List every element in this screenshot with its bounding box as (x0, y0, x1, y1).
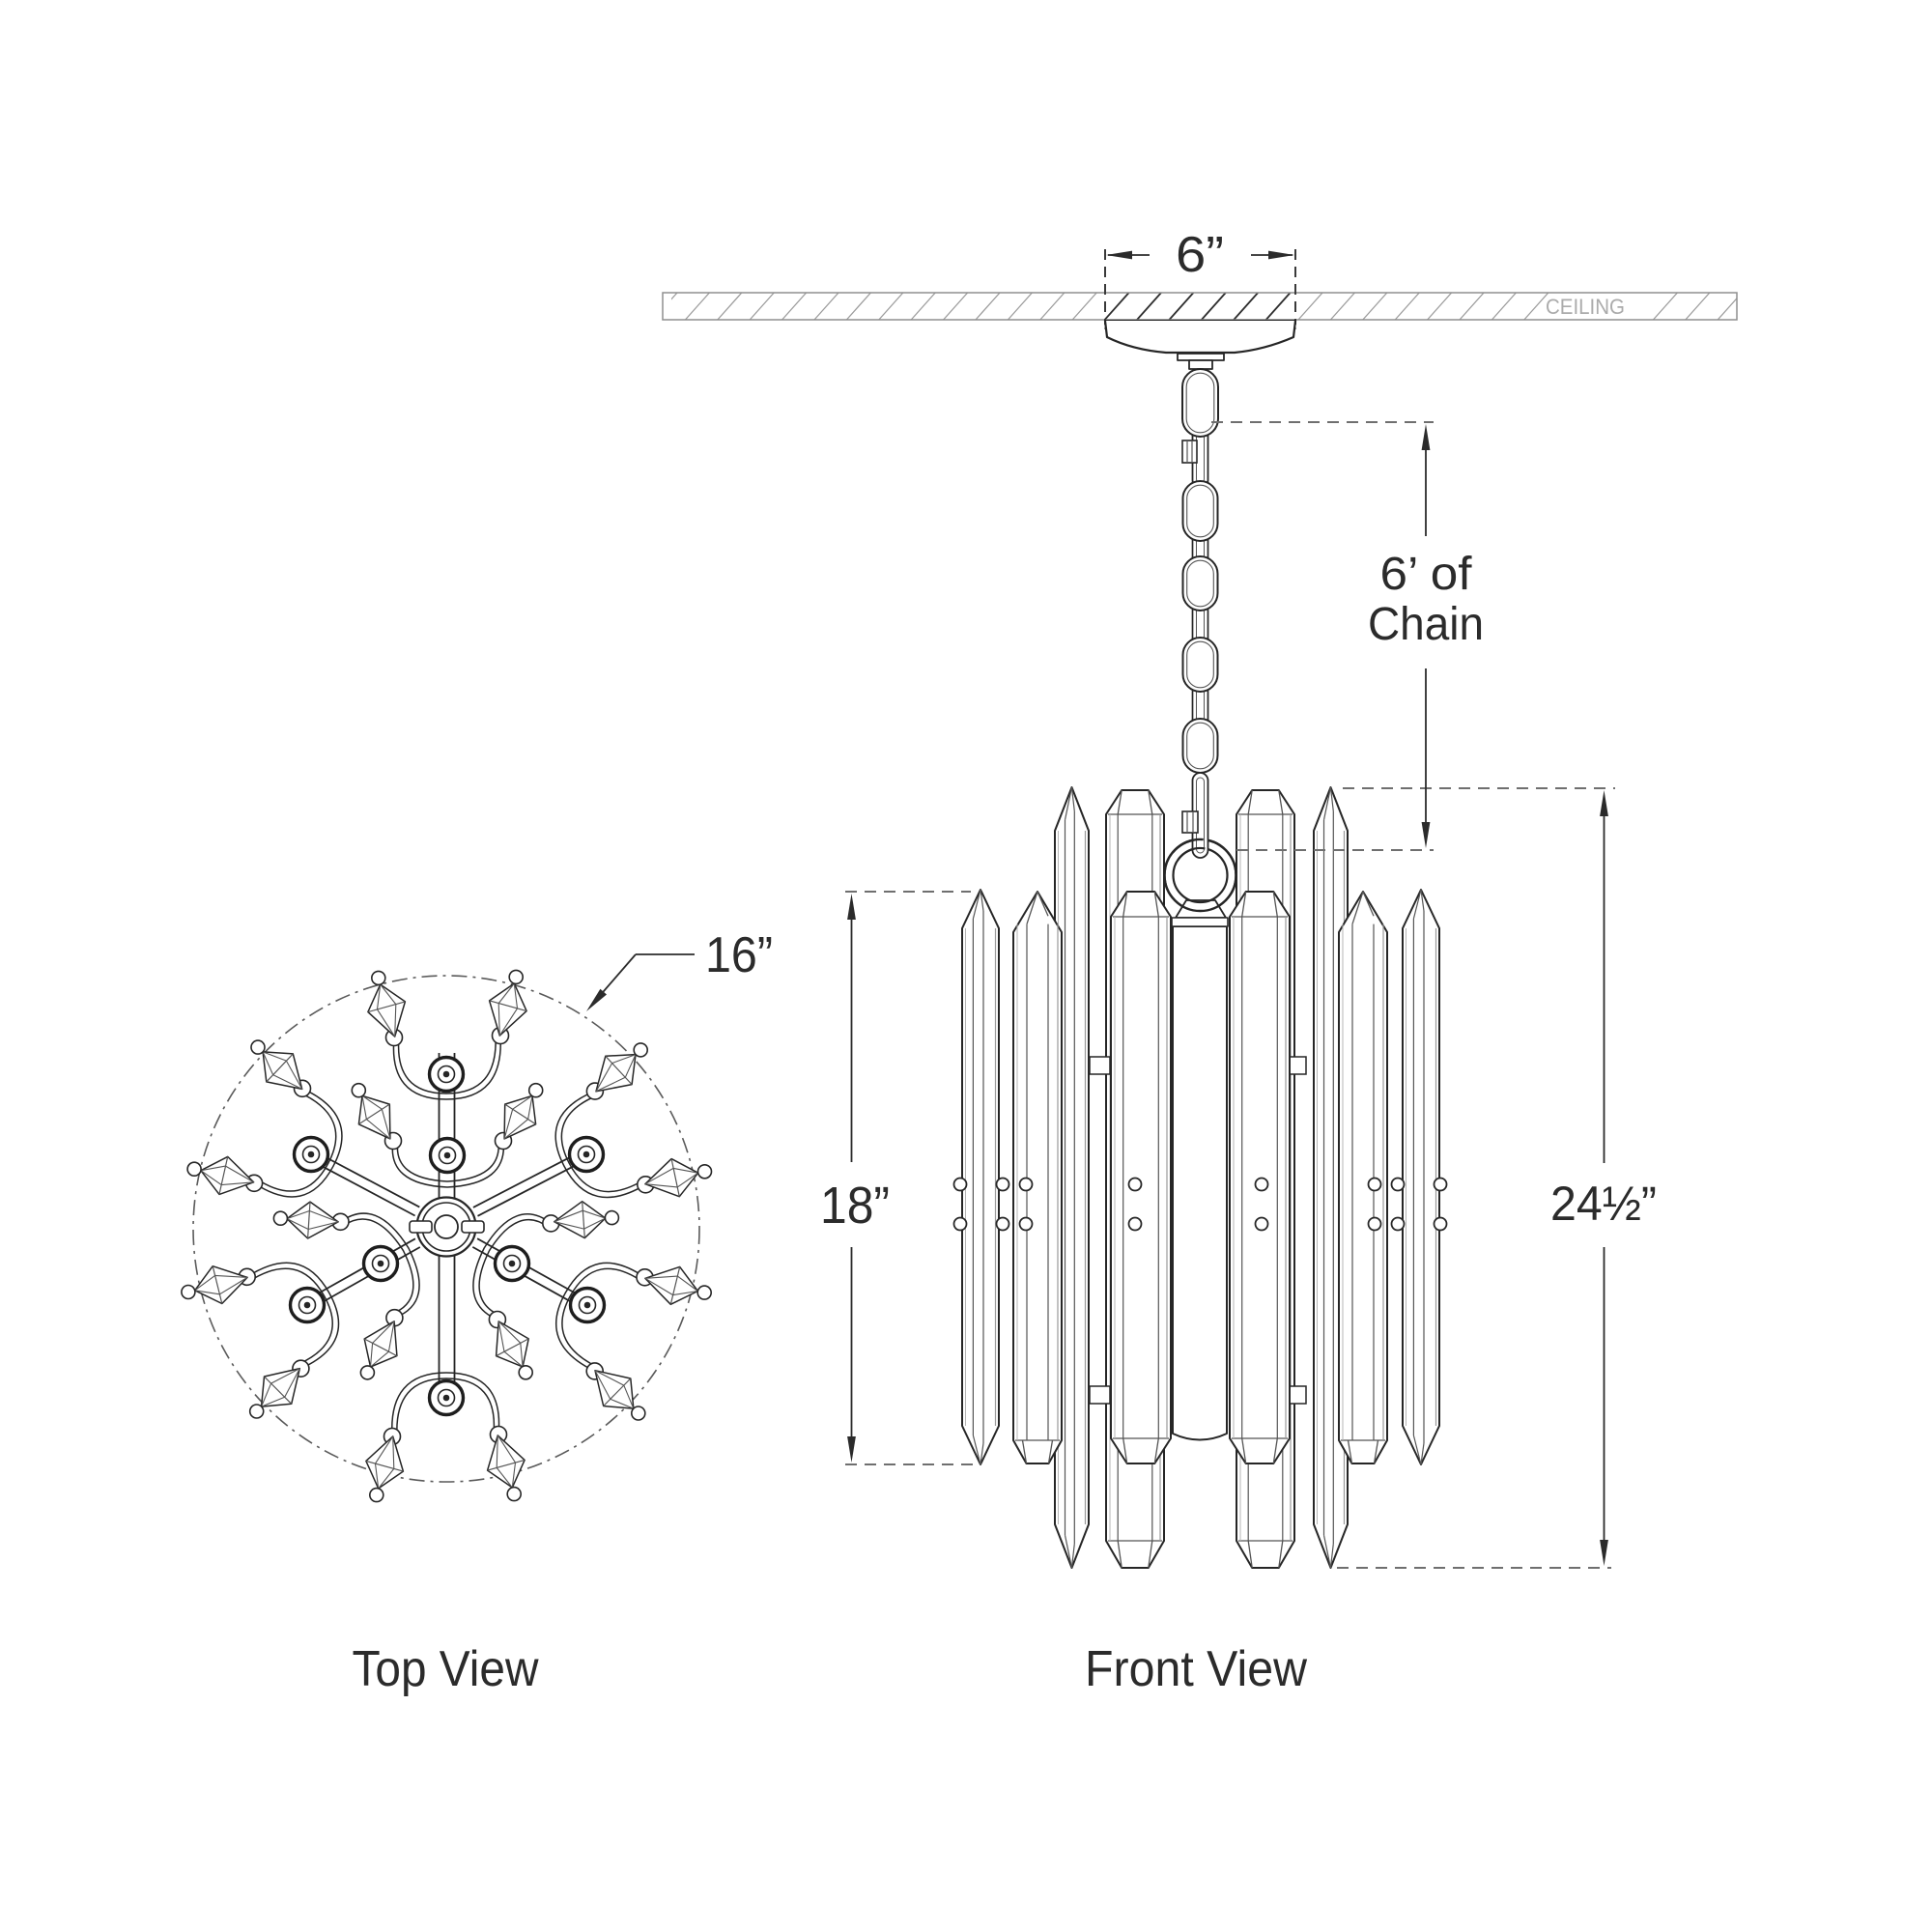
svg-text:Front View: Front View (1085, 1641, 1307, 1697)
svg-text:6”: 6” (1176, 227, 1224, 283)
svg-text:6’ of: 6’ of (1380, 549, 1473, 600)
svg-text:18”: 18” (820, 1177, 890, 1235)
svg-text:24½”: 24½” (1550, 1177, 1657, 1231)
svg-text:CEILING: CEILING (1546, 295, 1625, 319)
svg-text:Chain: Chain (1368, 599, 1484, 650)
svg-text:Top View: Top View (353, 1641, 539, 1697)
svg-text:16”: 16” (705, 927, 773, 983)
